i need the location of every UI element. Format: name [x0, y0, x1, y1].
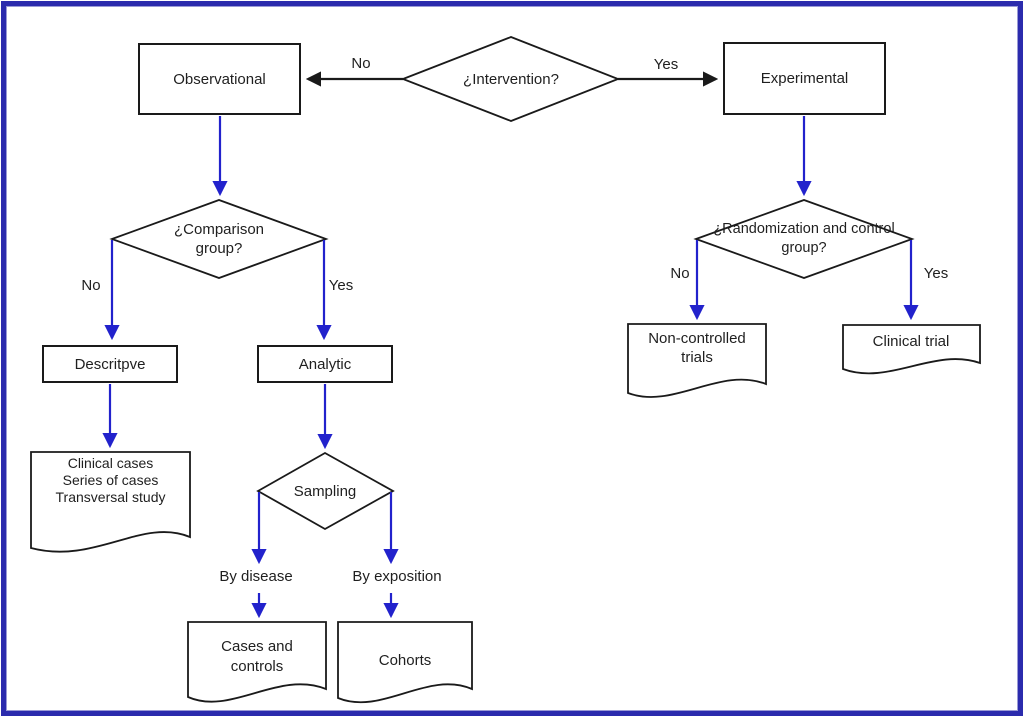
edge-label-by-exposition: By exposition [352, 568, 442, 585]
document-cohorts-text: Cohorts [378, 652, 432, 669]
document-clinical-cases [30, 451, 191, 553]
edge-label-intervention-yes: Yes [653, 56, 679, 73]
edge-label-intervention-no: No [351, 55, 371, 72]
document-cases-and-controls-text: Cases and controls [221, 638, 293, 675]
node-observational: Observational [138, 43, 301, 115]
edge-label-comparison-yes: Yes [328, 277, 354, 294]
document-cohorts [337, 621, 473, 704]
document-clinical-trial-text: Clinical trial [872, 333, 950, 350]
edge-label-randomization-no: No [670, 265, 690, 282]
decision-intervention-label: ¿Intervention? [463, 71, 559, 88]
edge-label-by-disease: By disease [219, 568, 293, 585]
document-clinical-trial [842, 324, 981, 375]
edge-label-comparison-no: No [81, 277, 101, 294]
edge-label-randomization-yes: Yes [923, 265, 949, 282]
decision-comparison-label: ¿Comparison group? [173, 221, 265, 257]
clinical-cases-line-3: Transversal study [55, 489, 166, 505]
node-descriptive-label: Descritpve [74, 355, 146, 373]
clinical-cases-line-2: Series of cases [62, 472, 159, 488]
node-descriptive: Descritpve [42, 345, 178, 383]
document-non-controlled-trials-text: Non-controlled trials [648, 330, 746, 366]
node-observational-label: Observational [173, 70, 266, 88]
node-experimental: Experimental [723, 42, 886, 115]
decision-comparison-group [109, 199, 329, 279]
document-clinical-cases-text: Clinical cases Series of cases Transvers… [31, 455, 190, 506]
decision-randomization-label: ¿Randomization and control group? [713, 221, 895, 256]
node-experimental-label: Experimental [760, 70, 849, 87]
node-analytic: Analytic [257, 345, 393, 383]
decision-sampling [256, 451, 395, 531]
decision-randomization [693, 199, 915, 279]
document-cases-and-controls [187, 621, 327, 703]
clinical-cases-line-1: Clinical cases [67, 455, 154, 471]
decision-sampling-label: Sampling [293, 483, 357, 500]
document-non-controlled-trials [627, 323, 767, 398]
node-analytic-label: Analytic [298, 355, 352, 373]
